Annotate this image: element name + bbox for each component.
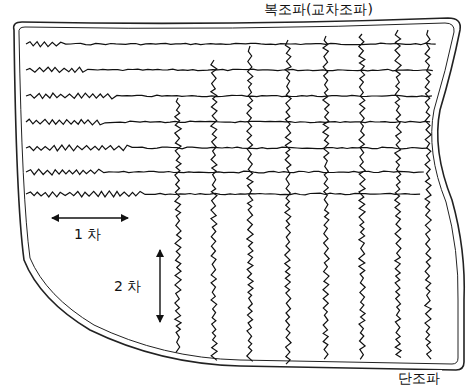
wave-line-vertical <box>359 34 365 359</box>
wave-line-vertical <box>211 60 217 360</box>
wave-line-horizontal <box>26 145 427 151</box>
wave-line-vertical <box>425 30 431 359</box>
outline-inner <box>19 23 458 364</box>
outline-outer <box>14 18 465 370</box>
type-label: 단조파 <box>396 370 442 387</box>
direction-label: 2 차 <box>112 278 143 295</box>
wave-line-horizontal <box>26 42 436 47</box>
wave-line-horizontal <box>26 93 432 99</box>
wave-line-vertical <box>247 46 253 361</box>
wave-line-vertical <box>285 40 291 364</box>
arrow-1st <box>52 217 128 218</box>
wave-line-horizontal <box>26 67 433 72</box>
wave-line-vertical <box>395 30 401 358</box>
direction-label: 1 차 <box>72 226 103 243</box>
wave-line-horizontal <box>26 119 430 125</box>
wave-line-vertical <box>175 98 181 352</box>
wave-line-vertical <box>323 36 329 359</box>
title-label: 복조파(교차조파) <box>262 1 375 18</box>
arrow-2nd <box>159 250 160 322</box>
